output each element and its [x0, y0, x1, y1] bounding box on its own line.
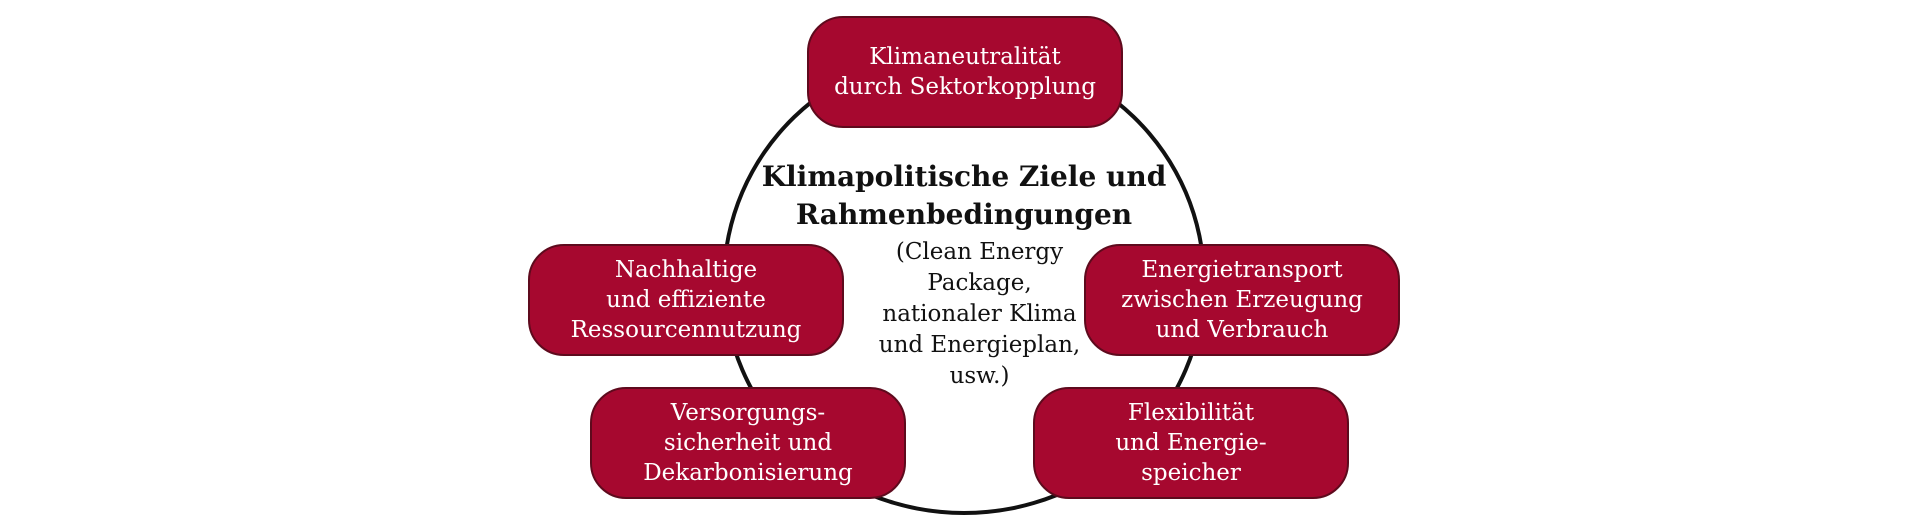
box-versorgungssicherheit: Versorgungs- sicherheit und Dekarbonisie… [590, 387, 906, 499]
box-energietransport: Energietransport zwischen Erzeugung und … [1084, 244, 1400, 356]
box-klimaneutralitaet: Klimaneutralität durch Sektorkopplung [807, 16, 1123, 128]
center-subtitle: (Clean Energy Package, nationaler Klima … [878, 239, 1081, 389]
center-title: Klimapolitische Ziele und Rahmenbedingun… [761, 160, 1167, 231]
box-flexibilitaet: Flexibilität und Energie- speicher [1033, 387, 1349, 499]
center-text: Klimapolitische Ziele und Rahmenbedingun… [760, 158, 1168, 392]
box-ressourcennutzung: Nachhaltige und effiziente Ressourcennut… [528, 244, 844, 356]
